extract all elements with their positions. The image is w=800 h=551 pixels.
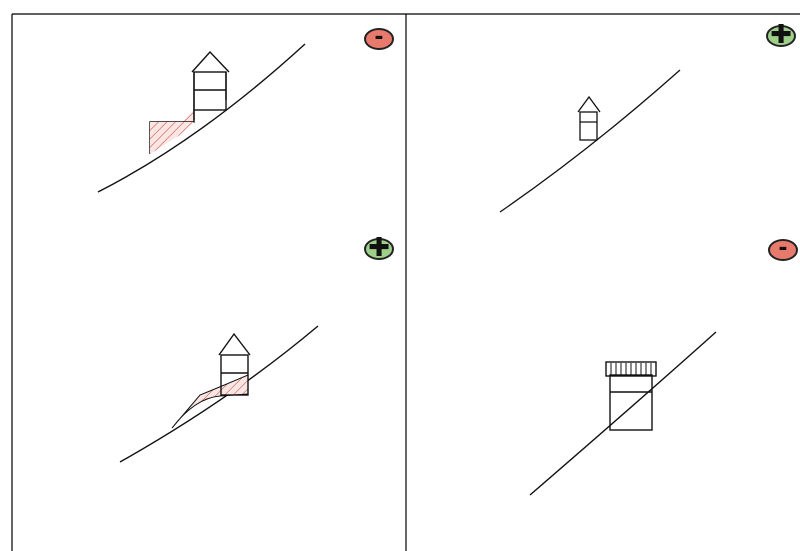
sketch-bottom-left xyxy=(120,326,318,462)
plus-badge-icon: ✚ xyxy=(364,238,394,260)
sketch-bottom-right xyxy=(530,332,716,495)
minus-badge-icon: - xyxy=(364,28,394,50)
minus-symbol: - xyxy=(778,238,787,260)
plus-badge-icon: ✚ xyxy=(766,25,796,47)
minus-symbol: - xyxy=(374,27,383,49)
sketch-top-left xyxy=(98,44,305,192)
plus-symbol: ✚ xyxy=(770,22,792,48)
plus-symbol: ✚ xyxy=(368,235,390,261)
panel-borders xyxy=(12,14,800,551)
minus-badge-icon: - xyxy=(768,239,798,261)
sketch-top-right xyxy=(500,70,680,212)
